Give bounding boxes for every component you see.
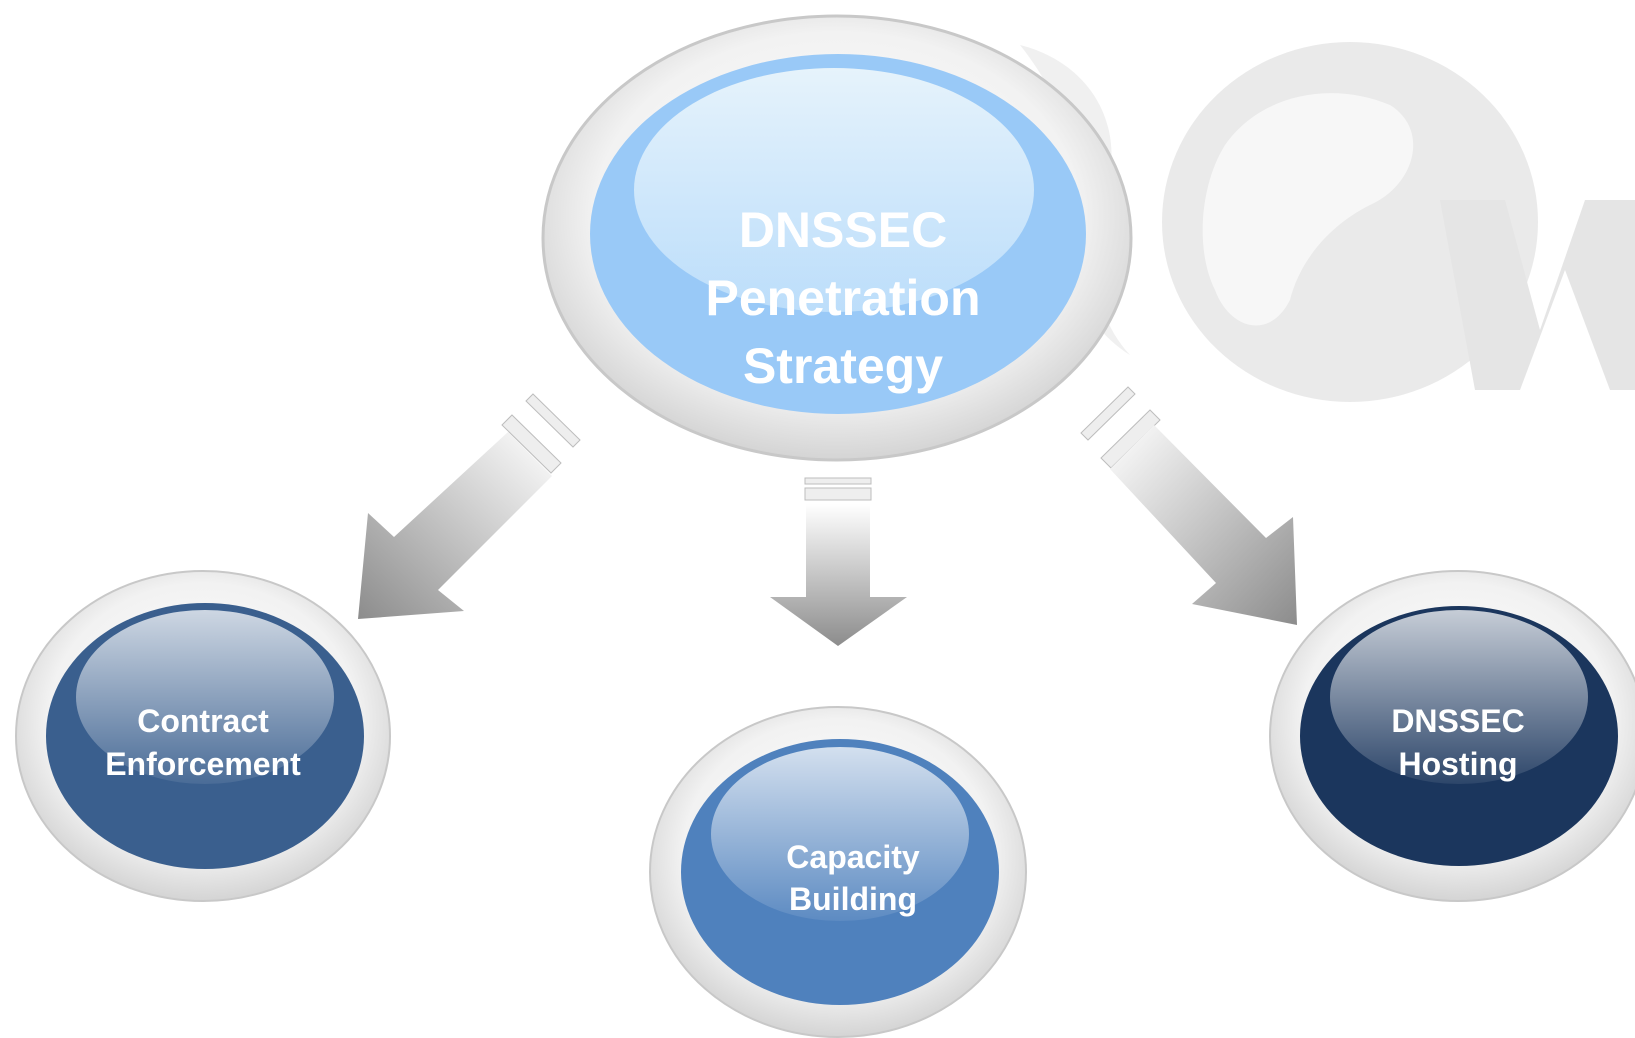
center-node-line-2: Penetration xyxy=(705,270,980,326)
child-node-dnssec-hosting: DNSSEC Hosting xyxy=(1269,570,1635,902)
child-left-line-2: Enforcement xyxy=(105,746,301,782)
arrow-left-body xyxy=(358,432,552,619)
child-left-gloss xyxy=(76,610,334,784)
center-node: DNSSEC Penetration Strategy xyxy=(541,14,1133,462)
arrow-middle-stripe-2 xyxy=(804,487,872,501)
center-node-line-1: DNSSEC xyxy=(739,202,947,258)
child-middle-gloss xyxy=(711,747,969,921)
arrow-to-capacity-building xyxy=(770,477,907,646)
child-middle-line-2: Building xyxy=(789,881,917,917)
child-right-line-1: DNSSEC xyxy=(1391,703,1524,739)
center-node-line-3: Strategy xyxy=(743,338,943,394)
child-right-line-2: Hosting xyxy=(1398,746,1517,782)
arrow-to-contract-enforcement xyxy=(358,393,581,619)
child-node-contract-enforcement: Contract Enforcement xyxy=(15,570,391,902)
arrow-right-body xyxy=(1110,425,1297,625)
arrow-middle-body xyxy=(770,504,907,646)
arrow-to-dnssec-hosting xyxy=(1080,386,1297,625)
center-node-gloss xyxy=(634,68,1034,312)
child-left-line-1: Contract xyxy=(137,703,269,739)
arrow-middle-stripe-1 xyxy=(804,477,872,485)
child-middle-line-1: Capacity xyxy=(786,839,920,875)
arrow-left-stripes xyxy=(501,393,581,474)
watermark-letter-w xyxy=(1440,200,1635,390)
child-right-gloss xyxy=(1330,610,1588,784)
child-node-capacity-building: Capacity Building xyxy=(649,706,1027,1038)
watermark-continent-shape xyxy=(1202,93,1414,326)
